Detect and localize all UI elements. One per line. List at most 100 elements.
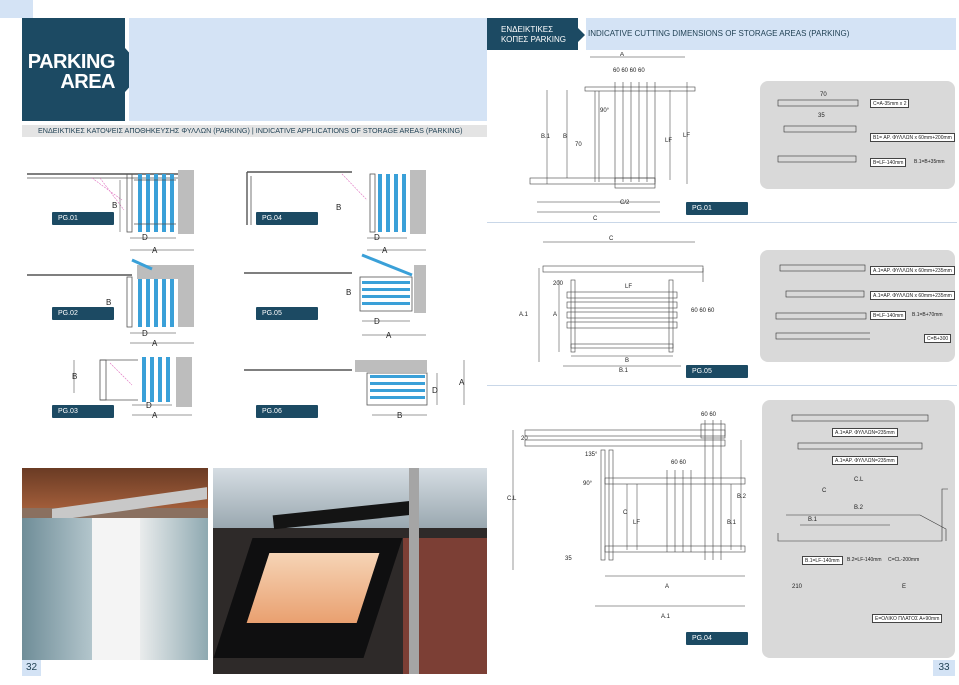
note-pg04-5: C=CL-200mm [888,557,920,563]
header-gr-line-2: ΚΟΠΕΣ PARKING [501,35,567,44]
svg-text:A: A [553,312,557,318]
svg-text:D: D [146,401,152,410]
svg-text:A.1: A.1 [519,312,529,318]
corner-accent [0,0,33,18]
title-banner [129,18,487,121]
svg-text:C: C [623,510,628,516]
svg-text:60 60 60 60: 60 60 60 60 [613,68,645,74]
svg-text:70: 70 [575,142,582,148]
svg-text:135°: 135° [585,452,598,458]
note-pg04-2: A.1=ΑΡ. ΦΥΛΛΩΝ=235mm [832,456,898,465]
note-pg04-6: E=ΟΛΙΚΟ ΠΛΑΤΟΣ Α+90mm [872,614,943,623]
notes-shapes-pg01: 70 35 [777,92,859,163]
svg-text:A: A [152,339,158,348]
svg-text:C/2: C/2 [620,200,630,206]
notes-shapes-pg04: C B.2 B.1 C.L 210 E [777,414,948,590]
svg-text:B.1: B.1 [541,134,551,140]
page-number-left: 32 [22,660,41,676]
plan-tag-pg01: PG.01 [52,212,114,225]
header-arrow [578,28,585,42]
title-line-2: AREA [60,71,115,93]
svg-text:60 60 60: 60 60 60 [691,308,715,314]
svg-text:C: C [593,216,598,222]
note-pg01-2: B1= ΑΡ. ΦΥΛΛΩΝ x 60mm+200mm [870,133,955,142]
svg-text:C.L: C.L [854,477,864,483]
svg-text:C: C [822,488,827,494]
svg-text:A: A [382,246,388,255]
plan-pg02: B D A [27,258,194,348]
svg-text:B.2: B.2 [854,505,864,511]
title-block: PARKING AREA [22,18,125,121]
svg-text:B: B [112,201,117,210]
svg-text:B: B [336,203,341,212]
svg-text:B: B [397,411,402,420]
svg-text:210: 210 [792,584,803,590]
note-pg05-5: C=B+300 [924,334,952,343]
svg-text:B: B [563,134,567,140]
plan-pg05: B D A [244,253,426,340]
header-gr-line-1: ΕΝΔΕΙΚΤΙΚΕΣ [501,25,554,34]
svg-text:B: B [346,288,351,297]
svg-text:C.L: C.L [507,496,517,502]
svg-text:LF: LF [665,138,672,144]
svg-text:B.1: B.1 [727,520,737,526]
svg-text:90°: 90° [583,481,593,487]
divider-1 [487,222,957,223]
note-pg05-4: B.1=B+70mm [912,312,943,318]
svg-text:200: 200 [553,281,564,287]
title-line-1: PARKING [27,51,116,73]
storage-plans: B D A B D A [27,170,465,420]
subtitle-bar: ΕΝΔΕΙΚΤΙΚΕΣ ΚΑΤΟΨΕΙΣ ΑΠΟΘΗΚΕΥΣΗΣ ΦΥΛΛΩΝ … [22,125,487,137]
plan-tag-pg05: PG.05 [256,307,318,320]
note-pg05-1: A.1=ΑΡ. ΦΥΛΛΩΝ x 60mm+235mm [870,266,955,275]
svg-text:D: D [142,329,148,338]
plan-tag-pg06: PG.06 [256,405,318,418]
svg-text:90°: 90° [600,108,610,114]
note-pg04-1: A.1=ΑΡ. ΦΥΛΛΩΝ=235mm [832,428,898,437]
svg-text:A: A [386,331,392,340]
plan-tag-pg03: PG.03 [52,405,114,418]
svg-text:B: B [106,298,111,307]
plan-pg04: B D A [246,170,426,255]
plan-pg06: D A B [244,360,465,420]
cut-diagram-pg05: C 200 LF A.1 A B B.1 60 60 60 [519,236,715,374]
photo-canopy [213,468,487,674]
note-pg05-3: B=LF-140mm [870,311,907,320]
plan-tag-pg04: PG.04 [256,212,318,225]
svg-text:E: E [902,584,906,590]
note-pg01-4: B.1=B+35mm [914,159,945,165]
svg-text:D: D [374,233,380,242]
svg-text:A: A [665,584,669,590]
notes-shapes-pg05 [775,264,870,340]
svg-text:C: C [609,236,614,242]
note-pg04-3: B.1=LF-140mm [802,556,843,565]
divider-2 [487,385,957,386]
svg-text:20: 20 [521,436,528,442]
cut-tag-pg01: PG.01 [686,202,748,215]
svg-text:D: D [374,317,380,326]
svg-text:A: A [620,52,624,58]
cut-tag-pg04: PG.04 [686,632,748,645]
svg-text:LF: LF [683,133,690,139]
svg-text:35: 35 [818,113,825,119]
svg-text:B.1: B.1 [619,368,629,374]
cut-diagram-pg01: A 60 60 60 60 B.1 B LF LF C/2 C 90° 70 [529,52,696,222]
svg-text:A: A [152,246,158,255]
section-header-en: INDICATIVE CUTTING DIMENSIONS OF STORAGE… [586,18,956,50]
page-number-right: 33 [933,660,955,676]
svg-text:D: D [142,233,148,242]
note-pg01-1: C=A-35mm x 2 [870,99,910,108]
svg-text:D: D [432,386,438,395]
svg-text:B: B [72,372,77,381]
section-header-dark: ΕΝΔΕΙΚΤΙΚΕΣ ΚΟΠΕΣ PARKING [487,18,578,50]
cut-tag-pg05: PG.05 [686,365,748,378]
svg-text:70: 70 [820,92,827,98]
svg-text:B.2: B.2 [737,494,747,500]
svg-text:A: A [152,411,158,420]
svg-text:A: A [459,378,465,387]
svg-text:LF: LF [633,520,640,526]
note-pg01-3: B=LF-140mm [870,158,907,167]
svg-text:LF: LF [625,284,632,290]
note-pg04-4: B.2=LF-140mm [847,557,882,563]
